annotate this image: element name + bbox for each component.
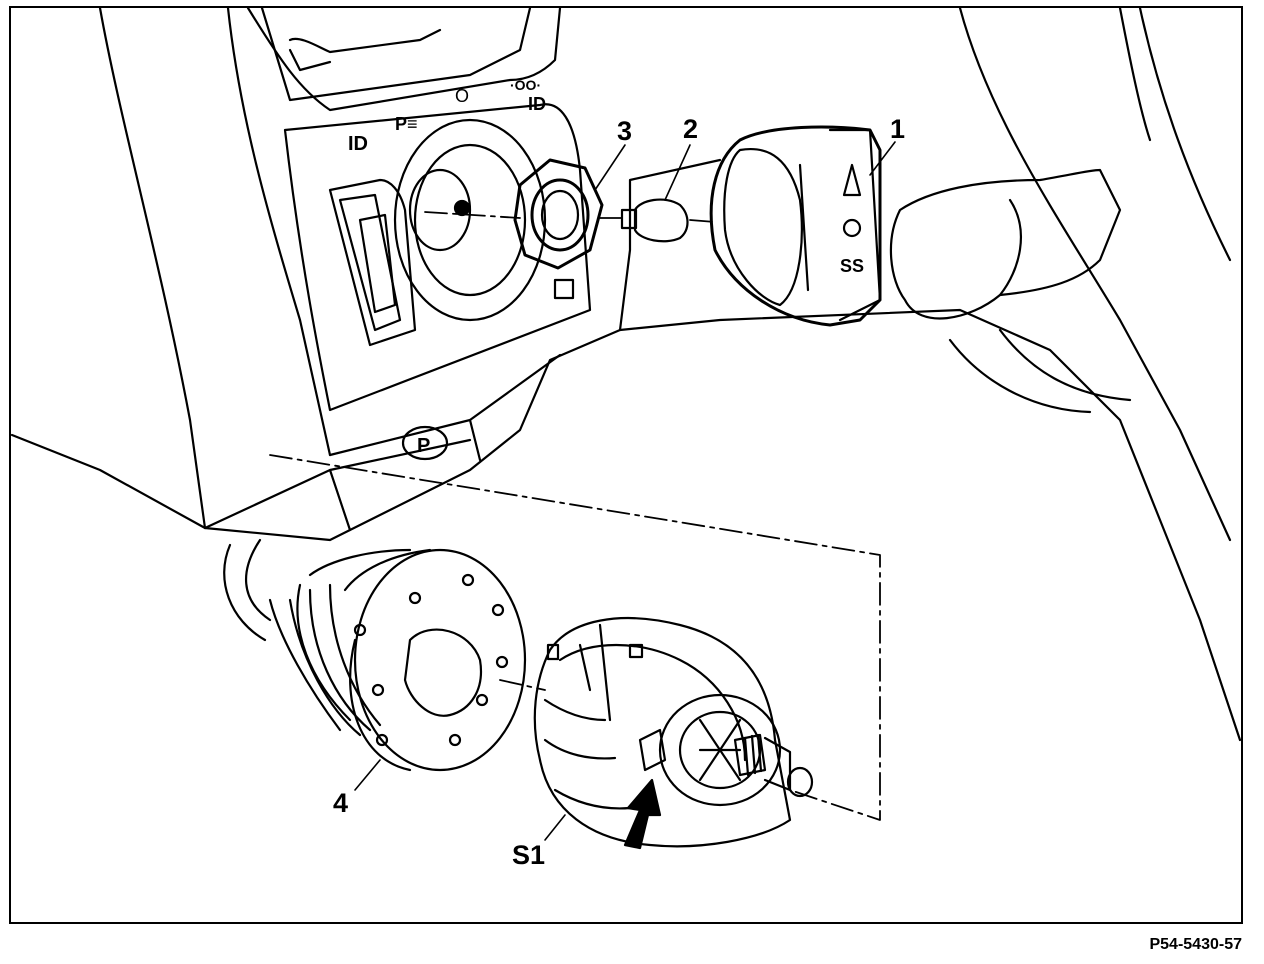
connector-plate — [223, 538, 527, 772]
callout-3: 3 — [617, 116, 633, 146]
figure-frame — [9, 6, 1243, 924]
svg-text:O: O — [455, 86, 469, 106]
svg-text:·OO·: ·OO· — [510, 77, 541, 93]
figure-reference: P54-5430-57 — [1149, 936, 1242, 953]
switch-body — [533, 617, 814, 850]
retaining-nut — [513, 158, 604, 270]
steering-column — [889, 168, 1122, 320]
callout-1: 1 — [890, 114, 906, 144]
svg-text:P≡: P≡ — [395, 114, 418, 134]
switch-bezel: ID P≡ O ·OO· ID — [348, 77, 575, 322]
bulb — [620, 198, 689, 243]
callout-2: 2 — [683, 114, 699, 144]
svg-text:ID: ID — [348, 133, 368, 155]
callout-4: 4 — [333, 788, 349, 818]
switch-knob: SS — [709, 125, 882, 327]
callout-s1: S1 — [512, 840, 546, 870]
svg-text:SS: SS — [840, 256, 864, 276]
leader-lines — [354, 141, 896, 841]
dashboard-panel: P — [10, 6, 1242, 742]
svg-text:P: P — [417, 435, 430, 457]
svg-text:ID: ID — [528, 94, 546, 114]
